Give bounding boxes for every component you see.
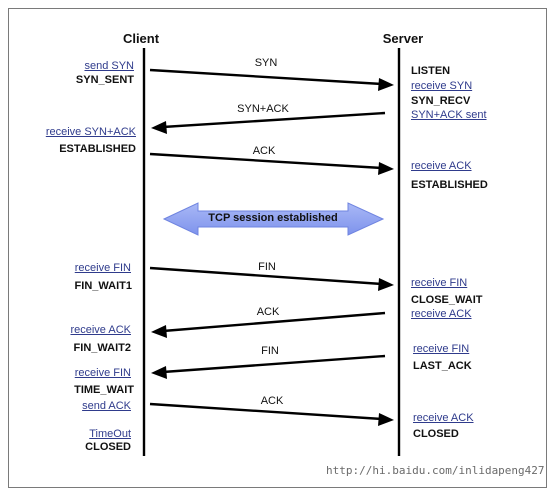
client-header: Client (122, 31, 160, 46)
server-established: ESTABLISHED (411, 179, 488, 191)
message-ack-1 (149, 152, 394, 175)
server-close-wait: CLOSE_WAIT (411, 294, 483, 306)
watermark: http://hi.baidu.com/inlidapeng427 (326, 464, 545, 477)
client-established: ESTABLISHED (59, 143, 136, 155)
server-receive-ack-3: receive ACK (413, 412, 474, 424)
client-fin-wait2: FIN_WAIT2 (73, 342, 131, 354)
server-syn-ack-sent: SYN+ACK sent (411, 109, 487, 121)
client-fin-wait1: FIN_WAIT1 (74, 280, 132, 292)
server-header: Server (382, 31, 424, 46)
server-last-ack: LAST_ACK (413, 360, 472, 372)
server-receive-syn: receive SYN (411, 80, 473, 92)
message-label-syn: SYN (254, 57, 278, 69)
message-label-ack-1: ACK (252, 145, 276, 157)
client-syn-sent: SYN_SENT (75, 74, 134, 86)
message-ack-2 (151, 311, 386, 338)
server-closed: CLOSED (413, 428, 459, 440)
message-label-fin-1: FIN (258, 261, 276, 273)
client-time-wait: TIME_WAIT (74, 384, 134, 396)
server-receive-ack-1: receive ACK (411, 160, 472, 172)
server-receive-fin: receive FIN (411, 277, 468, 289)
diagram-frame (8, 8, 547, 488)
message-label-ack-3: ACK (260, 395, 284, 407)
message-syn (149, 68, 394, 91)
client-receive-syn-ack: receive SYN+ACK (45, 126, 136, 138)
server-listen: LISTEN (411, 65, 451, 77)
client-closed: CLOSED (85, 441, 131, 453)
message-fin-2 (151, 354, 386, 379)
server-receive-ack-2: receive ACK (411, 308, 472, 320)
client-receive-ack: receive ACK (70, 324, 131, 336)
client-send-ack: send ACK (82, 400, 131, 412)
client-receive-fin-1: receive FIN (74, 262, 131, 274)
session-arrow (162, 202, 385, 236)
client-send-syn: send SYN (84, 60, 134, 72)
client-timeout: TimeOut (89, 428, 131, 440)
message-ack-3 (149, 402, 394, 426)
server-receive-fin-2: receive FIN (413, 343, 470, 355)
client-receive-fin-2: receive FIN (74, 367, 131, 379)
message-fin-1 (149, 266, 394, 291)
message-syn-ack (151, 111, 386, 134)
session-label: TCP session established (208, 212, 338, 224)
message-label-fin-2: FIN (261, 345, 279, 357)
server-syn-recv: SYN_RECV (411, 95, 471, 107)
message-label-ack-2: ACK (256, 306, 280, 318)
message-label-syn-ack: SYN+ACK (237, 103, 289, 115)
